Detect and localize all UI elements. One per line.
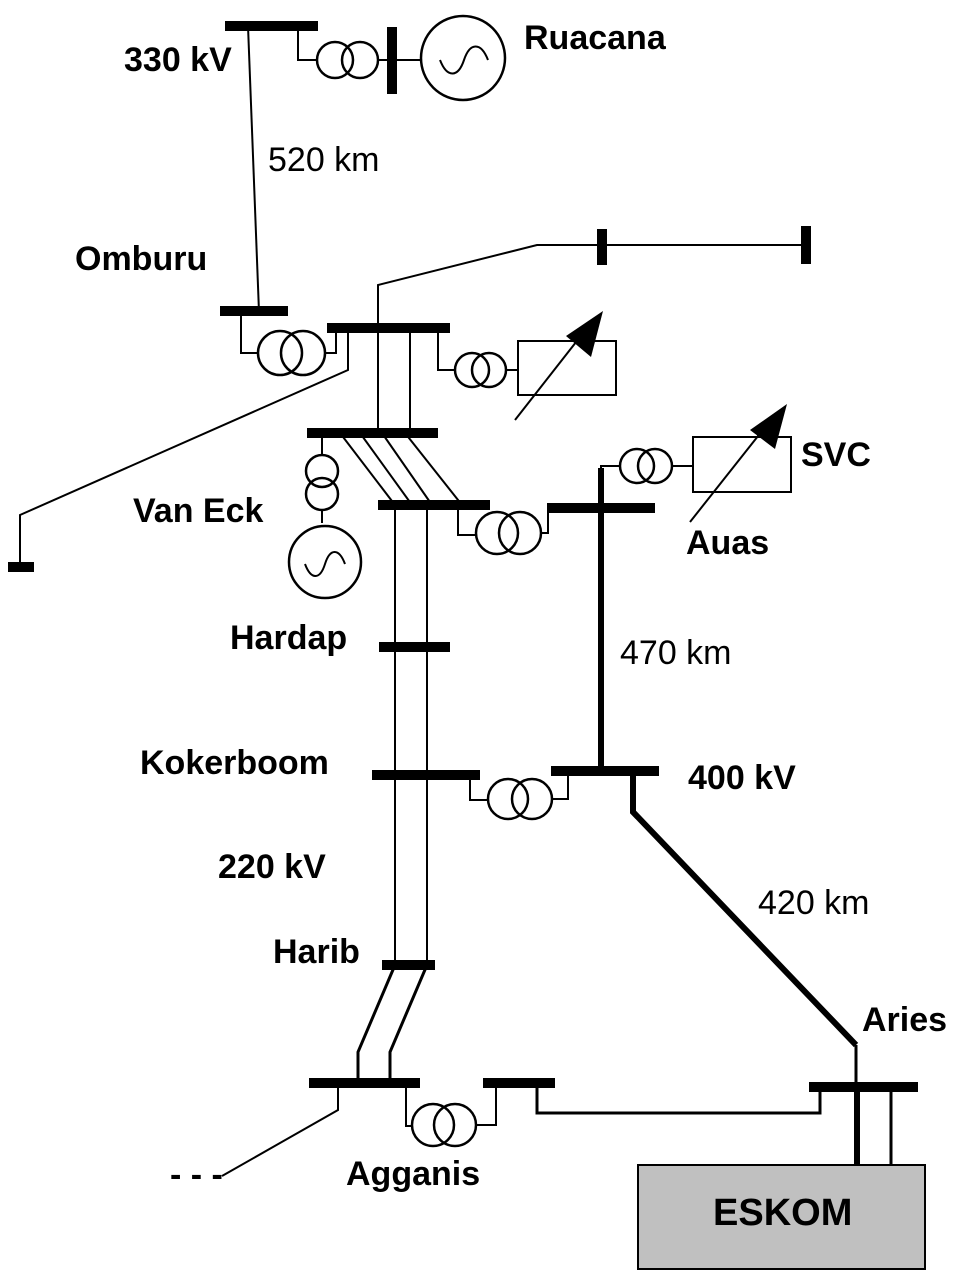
line-harib-agganis-1 xyxy=(356,964,397,1083)
label-520km: 520 km xyxy=(268,141,380,179)
lead-transformer-agganis-400 xyxy=(476,1083,497,1126)
lead-agganis-transformer xyxy=(405,1083,412,1127)
svc-arrow-head xyxy=(750,404,787,449)
line-220kv-corridor xyxy=(394,505,428,965)
line-vaneck-auas-3 xyxy=(381,432,433,506)
lead-transformer-omburu-220 xyxy=(325,328,337,354)
label-470km: 470 km xyxy=(620,634,732,672)
lead-auas-transformer xyxy=(457,505,476,536)
lead-omburu-device xyxy=(437,328,455,371)
aries-section xyxy=(637,1045,926,1270)
label-dashes: - - - xyxy=(170,1156,223,1194)
transformer-vertical-icon xyxy=(304,453,340,512)
label-svc: SVC xyxy=(801,436,871,474)
label-kokerboom: Kokerboom xyxy=(140,744,329,782)
lead-transformer-kokerboom-400 xyxy=(552,770,569,800)
lead-330-transformer xyxy=(297,26,318,61)
label-400kv: 400 kV xyxy=(688,759,796,797)
omburu-section xyxy=(8,226,811,572)
line-kokerboom-aries-400 xyxy=(630,771,859,1048)
variable-arrow-shaft xyxy=(514,336,581,421)
transformer-icon xyxy=(486,777,554,821)
agganis-section xyxy=(221,960,822,1177)
label-hardap: Hardap xyxy=(230,619,347,657)
auas-section xyxy=(378,404,792,770)
line-vaneck-auas-1 xyxy=(339,432,396,506)
label-330kv: 330 kV xyxy=(124,41,232,79)
labels: 330 kV Ruacana 520 km Omburu SVC Van Eck… xyxy=(75,19,947,1234)
label-auas: Auas xyxy=(686,524,769,562)
generator-vaneck-icon xyxy=(287,524,363,600)
line-vaneck-auas-2 xyxy=(359,432,413,506)
variable-arrow-head xyxy=(566,311,603,357)
label-aries: Aries xyxy=(862,1001,947,1039)
label-harib: Harib xyxy=(273,933,360,971)
transformer-icon xyxy=(618,447,674,485)
line-agganis-south xyxy=(221,1083,339,1177)
svc-box xyxy=(692,436,792,493)
transformer-icon xyxy=(315,40,380,80)
vaneck-section xyxy=(287,428,463,600)
reactive-device-box xyxy=(517,340,617,396)
transformer-icon xyxy=(453,351,508,389)
line-agganis-aries xyxy=(535,1083,822,1115)
kokerboom-section xyxy=(372,642,859,1048)
lead-transformer-auas-400 xyxy=(541,508,549,534)
eskom-box xyxy=(637,1164,926,1270)
transformer-icon xyxy=(256,329,327,377)
line-ruacana-omburu xyxy=(247,25,260,313)
label-agganis: Agganis xyxy=(346,1155,480,1193)
line-harib-agganis-2 xyxy=(388,964,429,1083)
label-omburu: Omburu xyxy=(75,240,207,278)
lead-kokerboom-transformer xyxy=(469,775,488,801)
generator-ruacana-icon xyxy=(419,14,507,102)
label-vaneck: Van Eck xyxy=(133,492,264,530)
svc-arrow-shaft xyxy=(689,430,763,523)
label-eskom: ESKOM xyxy=(713,1192,852,1234)
label-220kv: 220 kV xyxy=(218,848,326,886)
line-vaneck-auas-4 xyxy=(404,432,463,506)
line-west-branch xyxy=(19,328,349,567)
ruacana-section xyxy=(225,14,507,313)
label-ruacana: Ruacana xyxy=(524,19,667,57)
transformer-icon xyxy=(410,1102,478,1148)
lead-omburu-transformer xyxy=(240,311,258,354)
line-omburu-east xyxy=(377,244,602,433)
label-420km: 420 km xyxy=(758,884,870,922)
transformer-icon xyxy=(474,510,543,556)
